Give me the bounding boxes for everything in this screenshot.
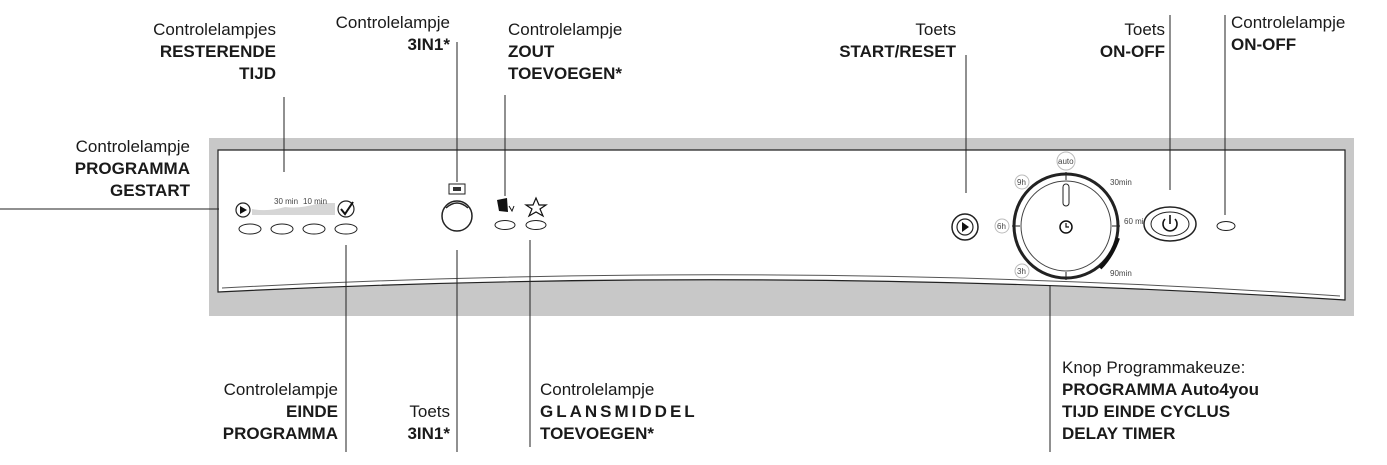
label-button-on-off-line1: ON-OFF (1099, 42, 1165, 61)
power-icon (1162, 218, 1178, 232)
lamp-remaining-1 (238, 223, 262, 235)
label-remaining-time-line1: RESTERENDE (159, 42, 276, 61)
label-lamp-3in1-title: Controlelampje (335, 13, 450, 32)
label-start-reset-line1: START/RESET (839, 42, 956, 61)
label-salt: Controlelampje ZOUT TOEVOEGEN* (508, 19, 698, 85)
label-button-on-off-title: Toets (1124, 20, 1165, 39)
label-program-knob-line3: DELAY TIMER (1062, 424, 1176, 443)
label-button-on-off: Toets ON-OFF (1010, 19, 1165, 63)
time-mark-30: 30 min (274, 197, 298, 206)
label-lamp-3in1: Controlelampje 3IN1* (260, 12, 450, 56)
label-end-program: Controlelampje EINDE PROGRAMMA (140, 379, 338, 445)
label-end-program-line2: PROGRAMMA (222, 424, 338, 443)
dial-mark-9h: 9h (1017, 178, 1026, 187)
label-lamp-3in1-line1: 3IN1* (407, 35, 450, 54)
label-lamp-on-off-title: Controlelampje (1231, 13, 1346, 32)
label-salt-line1: ZOUT (508, 42, 555, 61)
label-salt-line2: TOEVOEGEN* (508, 64, 622, 83)
label-lamp-on-off-line1: ON-OFF (1231, 35, 1297, 54)
label-program-knob: Knop Programmakeuze: PROGRAMMA Auto4you … (1062, 357, 1362, 445)
label-program-knob-title: Knop Programmakeuze: (1062, 358, 1246, 377)
label-remaining-time-line2: TIJD (239, 64, 276, 83)
salt-icon (497, 198, 508, 212)
label-rinse-aid-line1: GLANSMIDDEL (540, 402, 698, 421)
lamp-on-off (1216, 221, 1236, 231)
label-program-knob-line1: PROGRAMMA Auto4you (1062, 380, 1260, 399)
time-mark-10: 10 min (303, 197, 327, 206)
label-lamp-on-off: Controlelampje ON-OFF (1231, 12, 1381, 56)
label-program-started: Controlelampje PROGRAMMA GESTART (0, 136, 190, 202)
label-end-program-title: Controlelampje (223, 380, 338, 399)
button-3in1[interactable] (441, 200, 473, 232)
label-end-program-line1: EINDE (286, 402, 338, 421)
label-program-started-line2: GESTART (110, 181, 190, 200)
dial-mark-60min: 60 min (1124, 217, 1148, 226)
lamp-rinse-aid (525, 220, 547, 230)
dial-mark-6h: 6h (997, 222, 1006, 231)
dial-scale-arc (1098, 237, 1120, 270)
label-button-3in1-title: Toets (409, 402, 450, 421)
label-rinse-aid-title: Controlelampje (540, 380, 655, 399)
label-program-started-title: Controlelampje (75, 137, 190, 156)
lamp-salt (494, 220, 516, 230)
label-start-reset: Toets START/RESET (760, 19, 956, 63)
remaining-time-bar (252, 203, 335, 215)
remaining-time-indicators: 30 min 10 min (235, 197, 358, 235)
label-program-started-line1: PROGRAMMA (74, 159, 190, 178)
label-remaining-time-title: Controlelampjes (153, 20, 276, 39)
start-reset-icon (962, 222, 969, 232)
label-program-knob-line2: TIJD EINDE CYCLUS (1062, 402, 1231, 421)
leader-lines (0, 15, 1226, 452)
dial-mark-auto: auto (1058, 157, 1074, 166)
panel-lower-edge (221, 274, 1341, 297)
lamp-end-program (334, 223, 358, 235)
dial-mark-90min: 90min (1110, 269, 1132, 278)
label-start-reset-title: Toets (915, 20, 956, 39)
label-salt-title: Controlelampje (508, 20, 623, 39)
label-button-3in1: Toets 3IN1* (350, 401, 450, 445)
label-rinse-aid-line2: TOEVOEGEN* (540, 424, 654, 443)
label-rinse-aid: Controlelampje GLANSMIDDEL TOEVOEGEN* (540, 379, 780, 445)
rinse-aid-icon (524, 196, 548, 218)
lamp-remaining-2 (270, 223, 294, 235)
lamp-remaining-3 (302, 223, 326, 235)
program-dial[interactable] (1012, 172, 1120, 280)
dial-mark-3h: 3h (1017, 267, 1026, 276)
dial-mark-30min: 30min (1110, 178, 1132, 187)
dial-pointer (1062, 183, 1070, 207)
label-remaining-time: Controlelampjes RESTERENDE TIJD (80, 19, 276, 85)
label-button-3in1-line1: 3IN1* (407, 424, 450, 443)
